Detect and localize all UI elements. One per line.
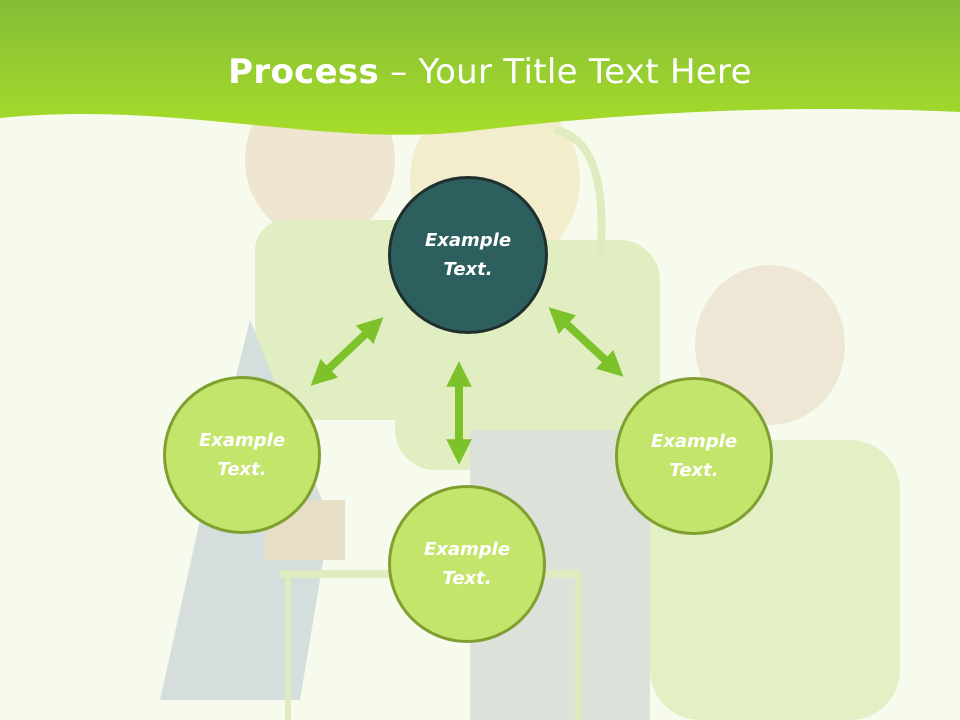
- node-right-label: Example Text.: [650, 431, 738, 481]
- header-band: [0, 0, 960, 135]
- process-node-left: Example Text.: [163, 376, 321, 534]
- arrow-top-right: [548, 307, 624, 377]
- process-node-bottom: Example Text.: [388, 485, 546, 643]
- title-rest: – Your Title Text Here: [379, 52, 752, 92]
- process-node-top: Example Text.: [388, 176, 548, 334]
- title-bold: Process: [228, 52, 380, 92]
- node-bottom-label: Example Text.: [423, 539, 511, 589]
- process-node-right: Example Text.: [615, 377, 773, 535]
- node-left-label: Example Text.: [198, 430, 286, 480]
- page-title: Process – Your Title Text Here: [0, 52, 960, 92]
- arrow-top-left: [310, 317, 384, 386]
- node-top-label: Example Text.: [424, 230, 512, 280]
